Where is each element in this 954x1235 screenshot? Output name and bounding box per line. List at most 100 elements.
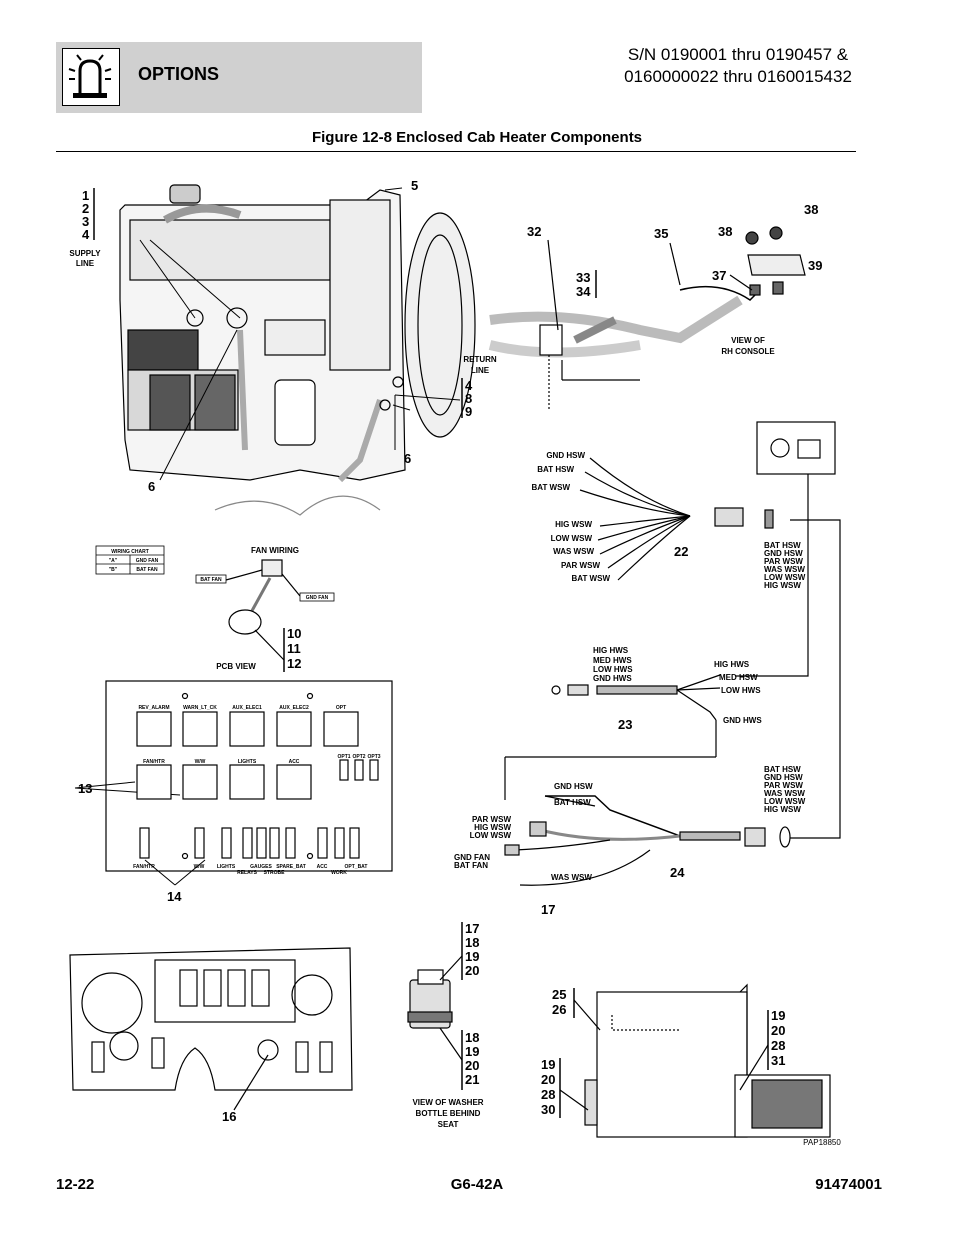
h23-left-3: LOW HWS (593, 665, 633, 674)
callout-34: 34 (576, 284, 591, 299)
h24-left-2: HIG WSW (474, 823, 511, 832)
callout-26: 26 (552, 1002, 566, 1017)
relay-label-lights: LIGHTS (238, 759, 257, 765)
callout-9: 9 (465, 404, 472, 419)
fuse-label-opt2: OPT2 (352, 754, 365, 760)
fuse-label-opt3: OPT3 (367, 754, 380, 760)
rh-console-label-1: VIEW OF (731, 336, 765, 345)
h22-right-3: PAR WSW (764, 557, 803, 566)
callout-6-left: 6 (148, 479, 155, 494)
callout-20: 20 (465, 963, 479, 978)
bat-fan-tag: BAT FAN (200, 577, 222, 583)
relay-label-aux-elec2: AUX_ELEC2 (279, 705, 309, 711)
fuse-label-relays: RELAYS (237, 870, 257, 876)
washer-label-2: BOTTLE BEHIND (416, 1109, 481, 1118)
h22-left-bottom-2: LOW WSW (551, 534, 593, 543)
callout-28: 28 (771, 1038, 785, 1053)
callout-24: 24 (670, 865, 685, 880)
gnd-fan-tag: GND FAN (306, 595, 329, 601)
pcb-opt-fuses (339, 759, 379, 781)
part-code: PAP18850 (803, 1138, 841, 1147)
callout-20d: 20 (541, 1072, 555, 1087)
h22-right-5: LOW WSW (764, 573, 806, 582)
relay-label-aux-elec1: AUX_ELEC1 (232, 705, 262, 711)
pcb-mid-relays (136, 764, 312, 800)
fan-tags: BAT FAN GND FAN (195, 574, 335, 602)
pcb-top-relays (136, 711, 359, 747)
model-number: G6-42A (450, 1176, 504, 1193)
harness-23 (504, 674, 721, 800)
callout-39: 39 (808, 258, 822, 273)
h24-right-1: BAT HSW (764, 765, 801, 774)
pcb-view-label: PCB VIEW (216, 662, 256, 671)
relay-label-acc: ACC (289, 759, 300, 765)
serial-line-2: 0160000022 thru 0160015432 (624, 67, 852, 86)
h23-right-4: GND HWS (723, 716, 762, 725)
callout-14: 14 (167, 889, 182, 904)
callout-4: 4 (82, 227, 90, 242)
h24-right-4: WAS WSW (764, 789, 805, 798)
fuse-label-opt-bat: OPT_BAT (345, 864, 368, 870)
h24-right-6: HIG WSW (764, 805, 801, 814)
callout-19c: 19 (771, 1008, 785, 1023)
serial-range: S/N 0190001 thru 0190457 & 0160000022 th… (588, 44, 888, 88)
h22-left-bottom-1: HIG WSW (555, 520, 592, 529)
callout-38-left: 38 (718, 224, 732, 239)
fan-wiring-label: FAN WIRING (251, 546, 299, 555)
heater-box-illustration (559, 983, 831, 1138)
h22-left-bottom-4: PAR WSW (561, 561, 600, 570)
callout-20c: 20 (771, 1023, 785, 1038)
callout-22: 22 (674, 544, 688, 559)
relay-label-ww: W/W (195, 759, 206, 765)
callout-38-right: 38 (804, 202, 818, 217)
callout-21: 21 (465, 1072, 479, 1087)
h24-right-2: GND HSW (764, 773, 803, 782)
fuse-label-strobe: STROBE (264, 870, 286, 876)
callout-19: 19 (465, 949, 479, 964)
callout-8: 8 (465, 391, 472, 406)
wiring-chart-value-b: BAT FAN (136, 567, 158, 573)
callout-31: 31 (771, 1053, 785, 1068)
h24-fan-2: BAT FAN (454, 861, 488, 870)
h22-left-top-1: GND HSW (546, 451, 585, 460)
return-line-label-2: LINE (471, 366, 490, 375)
h22-right-2: GND HSW (764, 549, 803, 558)
callout-19d: 19 (541, 1057, 555, 1072)
callout-37: 37 (712, 268, 726, 283)
callout-17b: 17 (465, 921, 479, 936)
fuse-label-fan-htr: FAN/HTR (133, 864, 155, 870)
h24-right-5: LOW WSW (764, 797, 806, 806)
fuse-label-work: WORK (331, 870, 347, 876)
pcb-components (136, 692, 379, 860)
serial-line-1: S/N 0190001 thru 0190457 & (627, 45, 849, 64)
callout-33: 33 (576, 270, 590, 285)
h24-right-3: PAR WSW (764, 781, 803, 790)
fuse-label-gauges: GAUGES (250, 864, 272, 870)
h22-left-top-3: BAT WSW (531, 483, 570, 492)
callout-32: 32 (527, 224, 541, 239)
return-line-label-1: RETURN (463, 355, 497, 364)
fan-wiring-illustration (225, 559, 301, 661)
callout-23: 23 (618, 717, 632, 732)
relay-label-fan-htr: FAN/HTR (143, 759, 165, 765)
wiring-chart-value-a: GND FAN (136, 558, 159, 564)
washer-bottle-illustration (407, 955, 463, 1061)
h24-left-3: LOW WSW (470, 831, 512, 840)
callout-6-right: 6 (404, 451, 411, 466)
rh-console-illustration (488, 226, 806, 410)
fuse-label-spare-bat: SPARE_BAT (276, 864, 306, 870)
h22-right-6: HIG WSW (764, 581, 801, 590)
switch-plate (756, 421, 836, 475)
callout-1: 1 (82, 188, 89, 203)
callout-20b: 20 (465, 1058, 479, 1073)
h24-left-1: PAR WSW (472, 815, 511, 824)
fuse-label-ww: W/W (194, 864, 205, 870)
h24-top-1: GND HSW (554, 782, 593, 791)
callout-28b: 28 (541, 1087, 555, 1102)
dash-panel-illustration (69, 947, 353, 1111)
harness-22 (579, 457, 774, 581)
wiring-chart: WIRING CHART "A" GND FAN "B" BAT FAN (95, 545, 165, 575)
h23-left-1: HIG HWS (593, 646, 629, 655)
callout-11: 11 (287, 641, 301, 656)
h24-fan-1: GND FAN (454, 853, 490, 862)
